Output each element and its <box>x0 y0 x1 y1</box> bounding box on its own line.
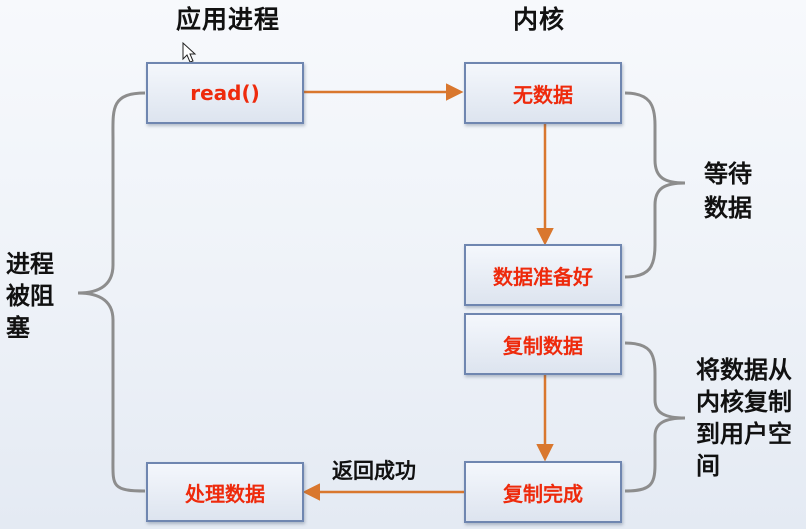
process-blocked-line-1: 进程 <box>6 250 54 278</box>
wait-data-label: 等待 数据 <box>704 157 752 225</box>
read-call-box: read() <box>146 62 304 124</box>
copy-to-user-label: 将数据从 内核复制 到用户空 间 <box>696 354 792 482</box>
process-blocked-line-2: 被阻 <box>6 282 54 310</box>
copy-done-box: 复制完成 <box>464 461 622 523</box>
data-ready-box: 数据准备好 <box>464 244 622 306</box>
copy-to-user-line-1: 将数据从 <box>696 356 792 384</box>
copy-to-user-line-4: 间 <box>696 452 720 480</box>
copy-data-box: 复制数据 <box>464 313 622 375</box>
process-blocked-line-3: 塞 <box>6 314 30 342</box>
wait-data-line-1: 等待 <box>704 160 752 188</box>
copy-to-user-line-3: 到用户空 <box>696 420 792 448</box>
no-data-box: 无数据 <box>464 62 622 124</box>
mouse-cursor-icon <box>182 41 197 63</box>
process-data-box: 处理数据 <box>146 462 304 522</box>
brace-wait-data <box>624 91 686 279</box>
process-blocked-label: 进程 被阻 塞 <box>6 248 54 344</box>
wait-data-line-2: 数据 <box>704 194 752 222</box>
brace-process-blocked <box>77 91 146 493</box>
heading-kernel: 内核 <box>513 5 566 34</box>
return-success-label: 返回成功 <box>332 459 416 483</box>
brace-copy-to-user <box>624 341 686 493</box>
heading-app-process: 应用进程 <box>176 5 281 34</box>
copy-to-user-line-2: 内核复制 <box>696 388 792 416</box>
